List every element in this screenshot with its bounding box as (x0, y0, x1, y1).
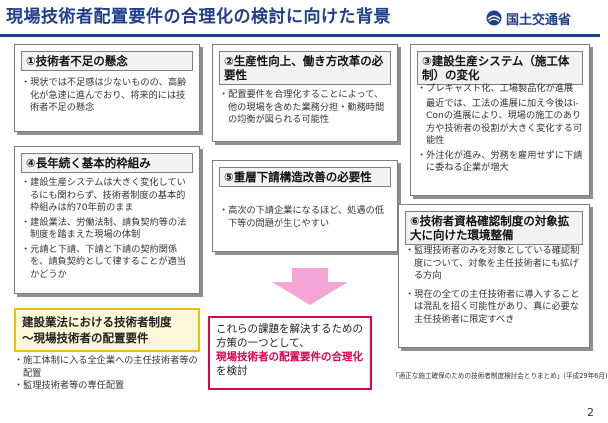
list-item: ・建設業法、労働法制、請負契約等の法制度を踏まえた現場の体制 (21, 216, 187, 241)
list-item: ・元請と下請、下請と下請の契約関係を、請負契約として律することが適当かどうか (21, 243, 186, 280)
issue-box-body: ・現状では不足感は少ないものの、高齢化が急速に進んでおり、将来的には技術者不足の… (21, 77, 193, 115)
law-box-list: ・施工体制に入る全企業への主任技術者等の配置 ・監理技術者等の専任配置 (14, 355, 200, 393)
issue-box-heading: ③建設生産システム（施工体制）の変化 (417, 51, 583, 85)
list-item: ・高次の下請企業になるほど、処遇の低下等の問題が生じやすい (219, 205, 384, 229)
issue-box-body: ・プレキャスト化、工場製品化が進展 最近では、工法の進展に加え今後はi-Conの… (417, 83, 583, 175)
conclusion-line: 方策の一つとして、 (216, 337, 310, 349)
list-item: ・施工体制に入る全企業への主任技術者等の配置 (14, 355, 198, 379)
ministry-logo-icon (486, 10, 502, 26)
issue-box-4: ④長年続く基本的枠組み ・建設生産システムは大きく変化しているにも関わらず、技術… (14, 146, 200, 294)
source-note: 「適正な施工確保のための技術者制度検討会とりまとめ」(平成29年6月) (392, 372, 608, 380)
issue-box-body: ・高次の下請企業になるほど、処遇の低下等の問題が生じやすい (219, 205, 391, 230)
list-item: ・現状では不足感は少ないものの、高齢化が急速に進んでおり、将来的には技術者不足の… (21, 77, 187, 113)
conclusion-line: これらの課題を解決するための (216, 323, 363, 335)
issue-box-2: ②生産性向上、働き方改革の必要性 ・配置要件を合理化することによって、他の現場を… (212, 44, 398, 142)
list-item: ・配置要件を合理化することによって、他の現場を含めた業務分担・勤務時間の均衡が図… (219, 89, 385, 125)
list-item: ・監理技術者等の専任配置 (14, 380, 125, 391)
conclusion-emphasis: 現場技術者の配置要件の合理化 (216, 351, 363, 363)
list-item: ・外注化が進み、労務を雇用せずに下請に委ねる企業が増大 (417, 149, 583, 174)
law-box-subtitle: ～現場技術者の配置要件 (22, 331, 149, 345)
conclusion-line: を検討 (216, 365, 248, 377)
issue-box-body: ・配置要件を合理化することによって、他の現場を含めた業務分担・勤務時間の均衡が図… (219, 89, 391, 127)
ministry-logo: 国土交通省 (486, 8, 596, 28)
issue-box-heading: ⑤重層下請構造改善の必要性 (219, 167, 391, 187)
law-box: 建設業法における技術者制度 ～現場技術者の配置要件 (14, 308, 200, 352)
issue-box-5: ⑤重層下請構造改善の必要性 ・高次の下請企業になるほど、処遇の低下等の問題が生じ… (212, 160, 398, 252)
issue-box-1: ①技術者不足の懸念 ・現状では不足感は少ないものの、高齢化が急速に進んでおり、将… (14, 44, 200, 132)
law-box-title: 建設業法における技術者制度 (22, 315, 172, 329)
ministry-name: 国土交通省 (506, 12, 572, 28)
issue-box-6: ⑥技術者資格確認制度の対象拡大に向けた環境整備 ・監理技術者のみを対象としている… (398, 204, 590, 348)
issue-box-heading: ①技術者不足の懸念 (21, 51, 193, 71)
issue-box-heading: ④長年続く基本的枠組み (21, 153, 193, 173)
list-item: 最近では、工法の進展に加え今後はi-Conの進展により、現場の施工のあり方や技術… (426, 97, 583, 147)
list-item: ・現在の全ての主任技術者に導入することは混乱を招く可能性があり、真に必要な主任技… (405, 288, 580, 325)
page-title: 現場技術者配置要件の合理化の検討に向けた背景 (6, 7, 391, 27)
issue-box-heading: ⑥技術者資格確認制度の対象拡大に向けた環境整備 (405, 211, 583, 245)
conclusion-box: これらの課題を解決するための 方策の一つとして、 現場技術者の配置要件の合理化 … (208, 316, 372, 390)
header-divider (0, 34, 600, 37)
list-item: ・監理技術者のみを対象としている確認制度について、対象を主任技術者にも拡げる方向 (405, 245, 580, 281)
list-item: ・プレキャスト化、工場製品化が進展 (417, 83, 574, 94)
issue-box-body: ・監理技術者のみを対象としている確認制度について、対象を主任技術者にも拡げる方向… (405, 245, 583, 326)
issue-box-heading: ②生産性向上、働き方改革の必要性 (219, 51, 391, 85)
down-arrow-icon (270, 268, 350, 306)
list-item: ・建設生産システムは大きく変化しているにも関わらず、技術者制度の基本的枠組みは約… (21, 177, 186, 213)
issue-box-body: ・建設生産システムは大きく変化しているにも関わらず、技術者制度の基本的枠組みは約… (21, 177, 193, 281)
issue-box-3: ③建設生産システム（施工体制）の変化 ・プレキャスト化、工場製品化が進展 最近で… (410, 44, 590, 196)
page-number: 2 (587, 406, 594, 419)
